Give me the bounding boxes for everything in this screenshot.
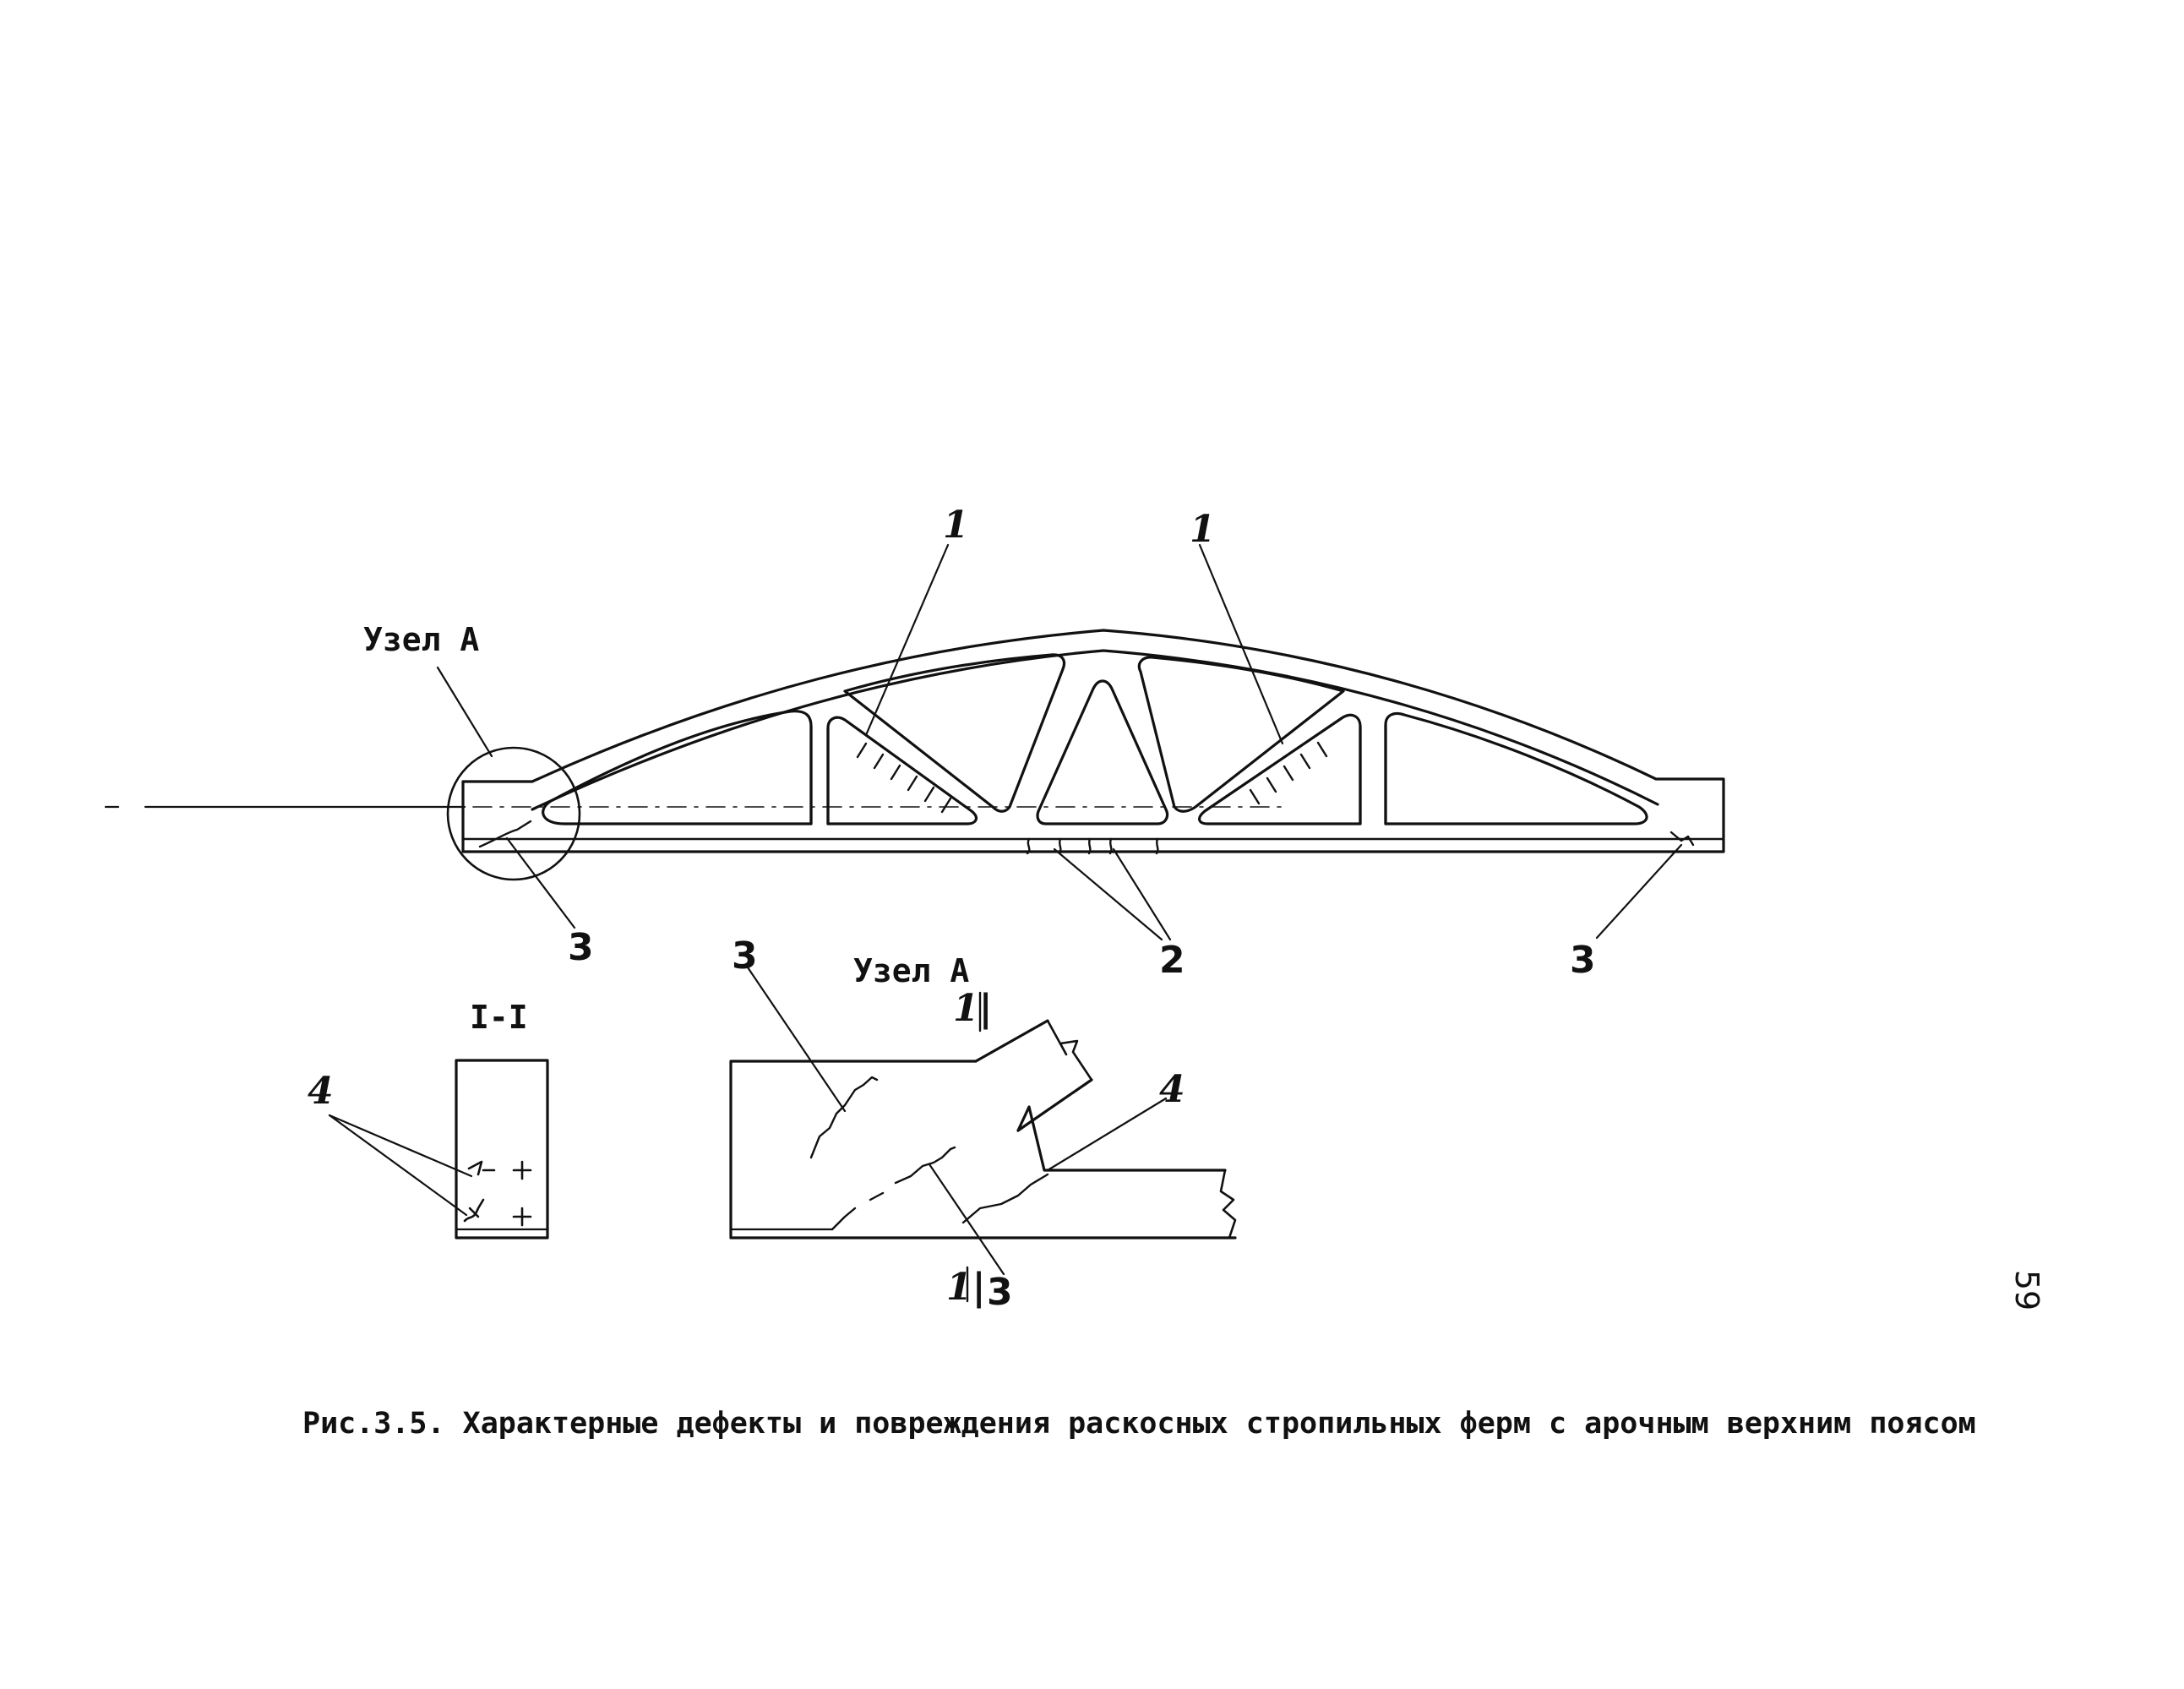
- leader-node-a: [436, 666, 493, 758]
- panel-opening-2c: [1137, 656, 1345, 813]
- node-a-detail: [729, 966, 1237, 1303]
- callout-1-right: 1: [1190, 508, 1216, 551]
- leader-1-right: [1198, 543, 1284, 745]
- leader-4-b: [328, 1114, 468, 1217]
- post-right: [1359, 723, 1387, 825]
- panel-opening-2b: [843, 653, 1066, 813]
- crack-support-left: [478, 820, 532, 848]
- callout-2: 2: [1159, 939, 1185, 982]
- callout-3-left: 3: [568, 926, 594, 969]
- leader-detail-4: [1046, 1097, 1168, 1172]
- leader-1-left: [864, 543, 950, 737]
- hatch-defect-left: [856, 742, 952, 814]
- detail-top-chord: [974, 1019, 1093, 1132]
- detail-bottom-chord-break: [1219, 1169, 1237, 1240]
- detail-callout-3-lower: 3: [987, 1271, 1013, 1314]
- detail-top-chord-break: [1046, 1019, 1093, 1082]
- truss-main-view: [104, 543, 1725, 941]
- callout-3-right: 3: [1570, 939, 1596, 982]
- crack-support-right: [1669, 831, 1695, 847]
- leader-3-right: [1595, 843, 1683, 940]
- section-i-i: [328, 1059, 549, 1240]
- leader-detail-3-lower: [928, 1163, 1005, 1276]
- section-title: I-I: [470, 999, 528, 1036]
- panel-opening-2: [826, 716, 978, 825]
- truss-outline: [461, 629, 1725, 853]
- panel-opening-1: [542, 710, 813, 825]
- hatch-defect-right: [1249, 741, 1328, 805]
- post-left: [809, 725, 830, 825]
- panel-opening-4: [1384, 711, 1648, 825]
- leader-4-a: [328, 1114, 473, 1178]
- detail-cut-top-label: 1|: [953, 987, 993, 1030]
- leader-detail-3-upper: [746, 966, 847, 1113]
- node-a-marker: [446, 746, 581, 881]
- detail-cut-bottom-label: 1|: [946, 1266, 986, 1309]
- detail-callout-3-upper: 3: [732, 934, 758, 978]
- page-number: 59: [2008, 1269, 2046, 1311]
- section-defects: [463, 1160, 532, 1227]
- cracks-bottom-chord: [1026, 837, 1159, 855]
- leader-2-a: [1053, 847, 1163, 941]
- node-a-label: Узел А: [363, 621, 480, 658]
- callout-1-left: 1: [943, 504, 969, 547]
- detail-crack-upper: [809, 1076, 879, 1159]
- top-chord-inner-edge: [531, 649, 1659, 811]
- panel-opening-3: [1198, 713, 1362, 825]
- leader-2-b: [1112, 847, 1172, 941]
- detail-title: Узел А: [853, 952, 970, 989]
- detail-crack-lower: [831, 1146, 956, 1231]
- detail-step: [1016, 1105, 1227, 1172]
- section-callout-4: 4: [308, 1070, 334, 1113]
- detail-outline: [729, 1060, 1237, 1240]
- leader-3-left: [505, 836, 576, 929]
- detail-crack-right: [961, 1173, 1049, 1224]
- section-outline: [455, 1059, 549, 1240]
- detail-callout-4: 4: [1159, 1068, 1185, 1111]
- figure-caption: Рис.3.5. Характерные дефекты и поврежден…: [302, 1407, 1976, 1441]
- panel-opening-center: [1036, 679, 1169, 825]
